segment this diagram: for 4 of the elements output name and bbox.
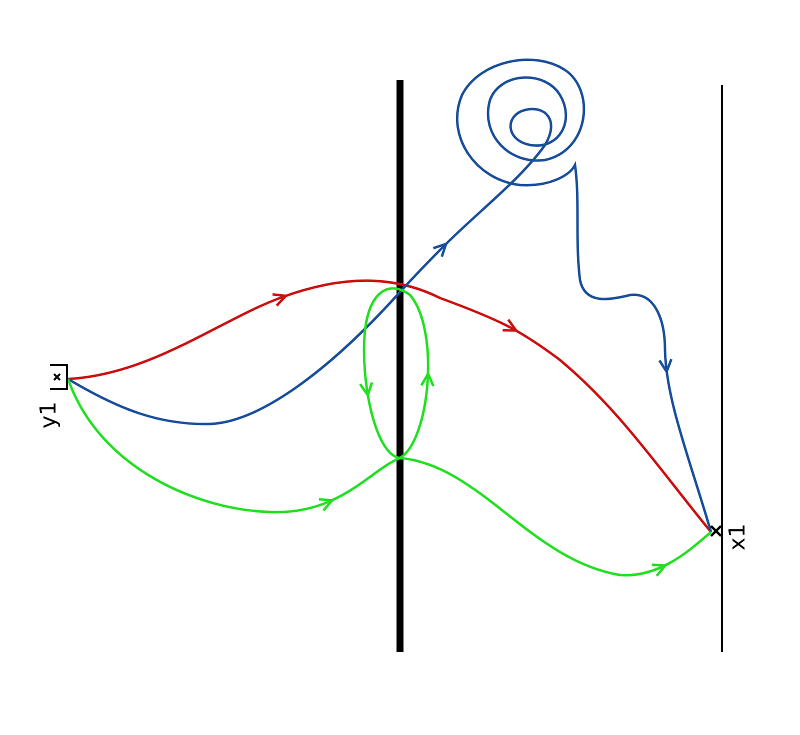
point-label: y1 (38, 401, 61, 429)
point-marker (50, 364, 68, 390)
point-label: x1 (728, 523, 750, 551)
cross-mark (708, 523, 724, 539)
